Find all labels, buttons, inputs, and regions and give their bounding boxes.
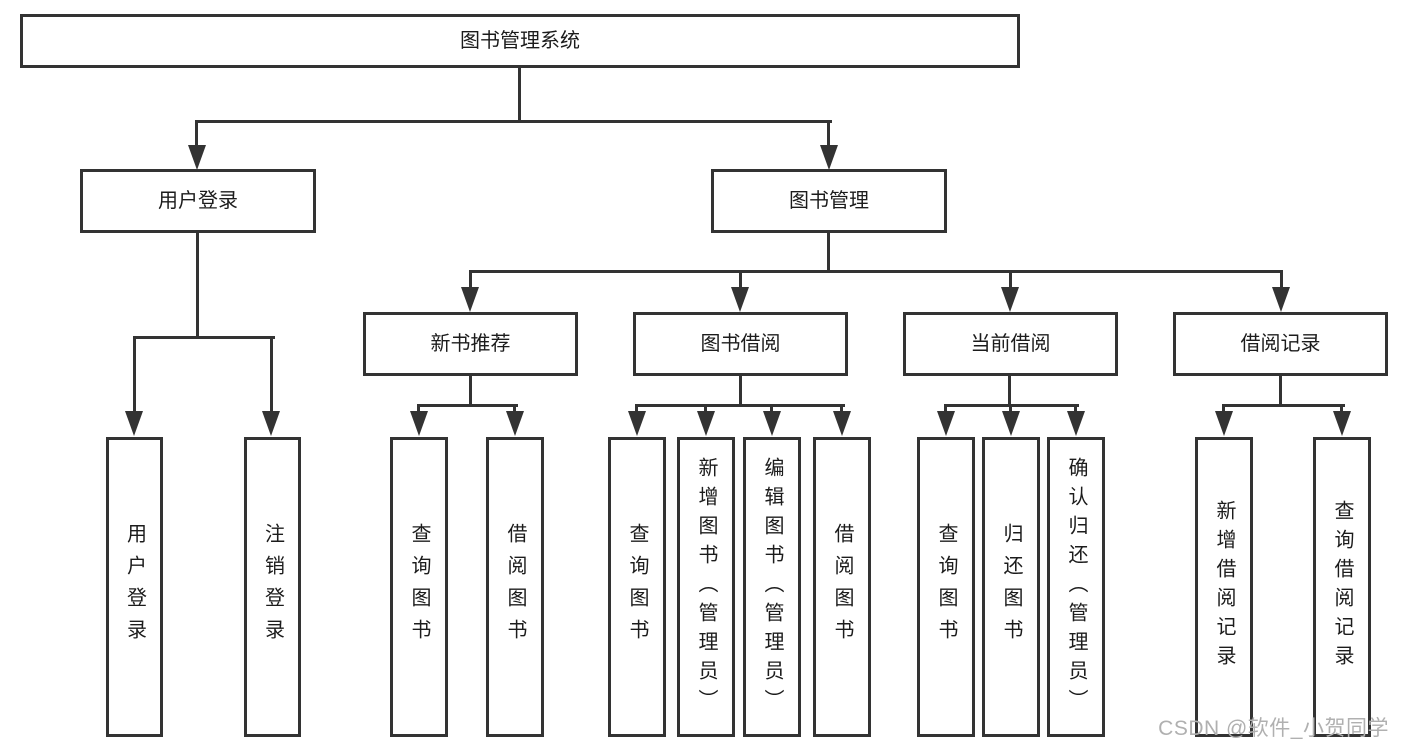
arrow-down-bb-query [628,411,646,436]
connector-user-login-stem [196,233,199,339]
node-cb-return-books: 归还图书 [982,437,1040,737]
connector-root-stem [518,68,521,123]
connector-book-mgmt-rail [469,270,1283,273]
node-bb-query-books: 查询图书 [608,437,666,737]
connector-new-book-stem [469,376,472,406]
connector-borrow-records-rail [1222,404,1345,407]
connector-drop-logout [270,339,273,413]
csdn-watermark: CSDN @软件_小贺同学 [1158,717,1389,740]
connector-stub [1340,407,1343,413]
connector-drop-current-borrow [1009,273,1012,289]
connector-drop-book-management [827,123,830,147]
connector-stub [513,407,516,413]
arrow-down-book-management [820,145,838,170]
node-book-borrowing: 图书借阅 [633,312,848,376]
connector-stub [704,407,707,413]
connector-book-borrow-rail [635,404,845,407]
connector-drop-borrow-records [1280,273,1283,289]
arrow-down-bb-edit [763,411,781,436]
connector-current-borrow-rail [944,404,1079,407]
connector-new-book-rail [417,404,518,407]
node-user-login-leaf: 用户登录 [106,437,163,737]
arrow-down-br-add [1215,411,1233,436]
node-current-borrowing: 当前借阅 [903,312,1118,376]
node-cb-query-books: 查询图书 [917,437,975,737]
node-br-query-borrow-record: 查询借阅记录 [1313,437,1371,737]
connector-drop-login-leaf [133,339,136,413]
node-bb-borrow-books: 借阅图书 [813,437,871,737]
connector-drop-new-book [469,273,472,289]
node-library-management-system: 图书管理系统 [20,14,1020,68]
connector-stub [770,407,773,413]
arrow-down-bb-add [697,411,715,436]
arrow-down-current-borrow [1001,287,1019,312]
connector-drop-user-login [195,123,198,147]
connector-drop-book-borrow [739,273,742,289]
node-borrowing-records: 借阅记录 [1173,312,1388,376]
arrow-down-logout [262,411,280,436]
connector-book-borrow-stem [739,376,742,406]
node-bb-add-books-admin: 新增图书（管理员） [677,437,735,737]
connector-stub [1009,407,1012,413]
node-logout: 注销登录 [244,437,301,737]
node-book-management: 图书管理 [711,169,947,233]
arrow-down-login-leaf [125,411,143,436]
arrow-down-user-login [188,145,206,170]
node-nb-query-books: 查询图书 [390,437,448,737]
arrow-down-borrow-records [1272,287,1290,312]
arrow-down-br-query [1333,411,1351,436]
node-new-book-recommendation: 新书推荐 [363,312,578,376]
arrow-down-cb-confirm [1067,411,1085,436]
node-bb-edit-books-admin: 编辑图书（管理员） [743,437,801,737]
arrow-down-cb-return [1002,411,1020,436]
node-cb-confirm-return-admin: 确认归还（管理员） [1047,437,1105,737]
node-nb-borrow-books: 借阅图书 [486,437,544,737]
connector-stub [1222,407,1225,413]
connector-stub [1074,407,1077,413]
arrow-down-cb-query [937,411,955,436]
connector-book-mgmt-stem [827,233,830,272]
connector-borrow-records-stem [1279,376,1282,406]
connector-stub [417,407,420,413]
connector-stub [635,407,638,413]
node-br-add-borrow-record: 新增借阅记录 [1195,437,1253,737]
arrow-down-nb-query [410,411,428,436]
node-user-login-group: 用户登录 [80,169,316,233]
arrow-down-book-borrow [731,287,749,312]
connector-current-borrow-stem [1008,376,1011,406]
arrow-down-bb-borrow [833,411,851,436]
connector-stub [944,407,947,413]
connector-stub [840,407,843,413]
arrow-down-new-book [461,287,479,312]
connector-user-login-rail [133,336,275,339]
arrow-down-nb-borrow [506,411,524,436]
connector-root-rail [195,120,832,123]
